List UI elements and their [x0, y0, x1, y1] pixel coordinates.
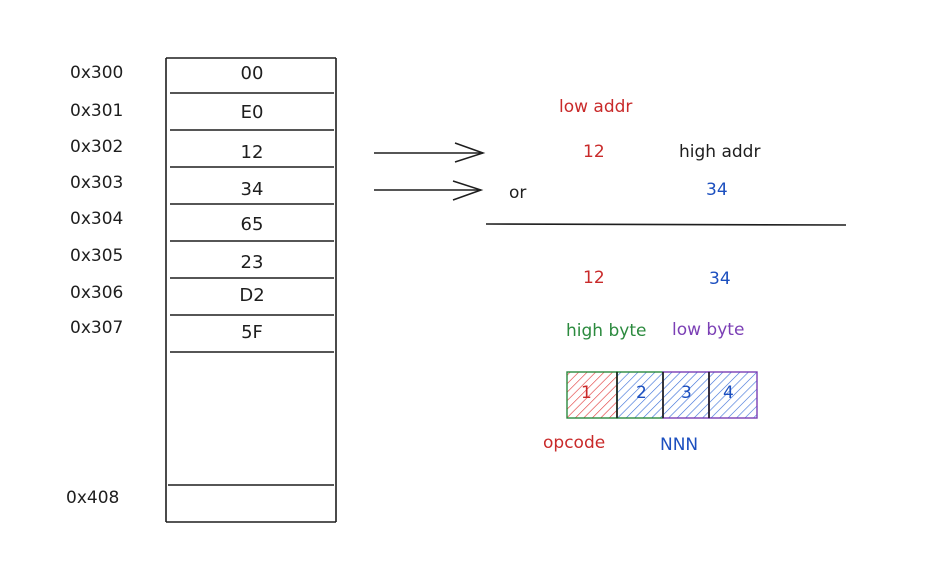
nibble-box-4	[708, 371, 758, 419]
nibble-box-2	[616, 371, 664, 419]
result-divider	[485, 223, 847, 226]
nnn-label: NNN	[660, 435, 699, 455]
memory-column	[165, 57, 337, 523]
memory-cell-value: 5F	[241, 322, 263, 343]
high-addr-label: high addr	[679, 142, 761, 162]
nibble-box-1	[566, 371, 618, 419]
nibble-digit-1: 1	[581, 383, 592, 403]
nibble-digit-4: 4	[723, 383, 734, 403]
memory-cell-value: 23	[240, 252, 264, 273]
nibble-boxes	[566, 371, 758, 419]
memory-cell-value: E0	[240, 102, 264, 123]
address-label: 0x306	[70, 283, 124, 303]
address-label: 0x302	[70, 137, 124, 157]
high-byte-label: high byte	[566, 321, 647, 341]
arrow-high-addr	[374, 180, 484, 201]
low-byte-label: low byte	[672, 320, 745, 340]
address-label: 0x305	[70, 246, 124, 266]
memory-cell-value: D2	[239, 285, 265, 306]
result-low-value: 34	[709, 269, 731, 289]
address-label-last: 0x408	[66, 488, 120, 508]
memory-cell-value: 00	[240, 63, 264, 84]
result-high-value: 12	[583, 268, 605, 288]
address-label: 0x300	[70, 63, 124, 83]
memory-cell-value: 65	[240, 214, 264, 235]
low-addr-label: low addr	[559, 97, 633, 117]
address-label: 0x301	[70, 101, 124, 121]
memory-cell-value: 12	[240, 142, 264, 163]
low-addr-value: 12	[583, 142, 605, 162]
opcode-label: opcode	[543, 433, 606, 453]
nibble-digit-3: 3	[681, 383, 692, 403]
nibble-digit-2: 2	[636, 383, 647, 403]
or-label: or	[509, 183, 527, 203]
address-label: 0x303	[70, 173, 124, 193]
address-label: 0x307	[70, 318, 124, 338]
memory-cell-value: 34	[240, 179, 264, 200]
high-addr-value: 34	[706, 180, 728, 200]
address-label: 0x304	[70, 209, 124, 229]
arrow-low-addr	[374, 142, 486, 163]
